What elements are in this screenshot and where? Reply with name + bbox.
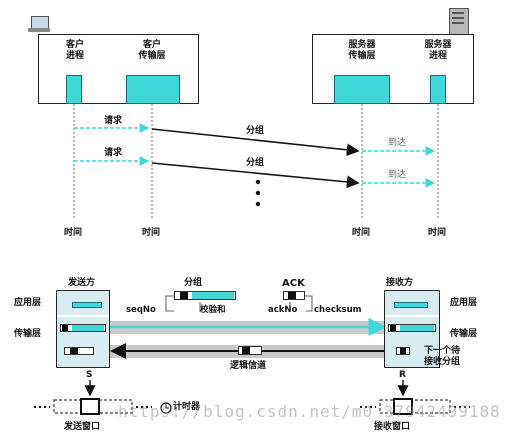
sender-ack-block bbox=[70, 348, 78, 354]
r-label: R bbox=[399, 370, 406, 380]
receiver-app-data bbox=[394, 302, 428, 308]
ackno-label: ackNo bbox=[268, 305, 298, 315]
segment-arrow-2 bbox=[151, 162, 360, 189]
recv-window-cell bbox=[393, 398, 413, 415]
segment-seq-field bbox=[180, 292, 188, 299]
watermark-text: https://blog.csdn.net/m0_37942499188 bbox=[118, 402, 501, 421]
server-transport-block bbox=[334, 75, 390, 104]
arrive-label-2: 到达 bbox=[388, 170, 407, 180]
segment-arrow-1 bbox=[151, 128, 360, 157]
time-label-client-process: 时间 bbox=[64, 228, 83, 238]
app-layer-label-left: 应用层 bbox=[14, 298, 42, 308]
segment-payload-field bbox=[192, 292, 234, 299]
sender-app-data bbox=[72, 302, 102, 308]
request-label-1: 请求 bbox=[104, 116, 123, 126]
sender-ack-buffer bbox=[64, 347, 94, 355]
next-expected-label: 下一个待接收分组 bbox=[424, 346, 461, 367]
time-label-server-process: 时间 bbox=[428, 228, 447, 238]
sender-seq-block bbox=[62, 325, 68, 331]
continuation-dot bbox=[255, 179, 261, 185]
channel-ack-packet bbox=[238, 346, 262, 355]
sender-label: 发送方 bbox=[68, 278, 96, 288]
transport-layer-label-right: 传输层 bbox=[450, 329, 478, 339]
segment-label-1: 分组 bbox=[246, 126, 265, 136]
ack-format-label: ACK bbox=[282, 278, 305, 289]
client-process-label: 客户进程 bbox=[65, 40, 84, 61]
seqno-leader bbox=[165, 295, 174, 312]
segment-format-label: 分组 bbox=[184, 278, 203, 288]
recv-window-label: 接收窗口 bbox=[374, 422, 411, 432]
server-icon bbox=[449, 8, 469, 40]
app-layer-label-right: 应用层 bbox=[450, 298, 478, 308]
s-label: S bbox=[86, 370, 93, 380]
server-host-frame bbox=[312, 34, 474, 104]
seqno-label: seqNo bbox=[126, 305, 156, 315]
timer-label: 计时器 bbox=[173, 402, 201, 412]
ack-ackno-field bbox=[288, 292, 296, 299]
laptop-icon bbox=[28, 16, 50, 32]
channel-ack-block bbox=[242, 347, 250, 354]
receiver-seq-block bbox=[390, 325, 396, 331]
sender-segment-payload bbox=[72, 325, 104, 331]
arrive-label-1: 到达 bbox=[388, 138, 407, 148]
client-transport-block bbox=[126, 75, 180, 104]
client-process-block bbox=[66, 75, 82, 104]
recv-window-dashed bbox=[379, 399, 451, 414]
continuation-dot bbox=[255, 190, 261, 196]
segment-label-2: 分组 bbox=[246, 158, 265, 168]
checksum-right-leader bbox=[305, 295, 313, 312]
receiver-ack-block bbox=[400, 348, 406, 354]
time-label-server-transport: 时间 bbox=[352, 228, 371, 238]
time-label-client-transport: 时间 bbox=[142, 228, 161, 238]
transport-layer-label-left: 传输层 bbox=[14, 329, 42, 339]
send-window-label: 发送窗口 bbox=[64, 422, 101, 432]
checksum-label-right: checksum bbox=[314, 305, 362, 315]
checksum-label-left: 校验和 bbox=[200, 305, 226, 315]
client-transport-label: 客户传输层 bbox=[138, 40, 166, 61]
logical-channel-label: 逻辑信道 bbox=[230, 361, 267, 371]
send-window-cell bbox=[80, 398, 100, 415]
server-transport-label: 服务器传输层 bbox=[348, 40, 376, 61]
request-label-2: 请求 bbox=[104, 148, 123, 158]
continuation-dot bbox=[255, 201, 261, 207]
receiver-label: 接收方 bbox=[386, 278, 414, 288]
server-process-label: 服务器进程 bbox=[424, 40, 452, 61]
receiver-segment-payload bbox=[400, 325, 434, 331]
server-process-block bbox=[430, 75, 446, 104]
